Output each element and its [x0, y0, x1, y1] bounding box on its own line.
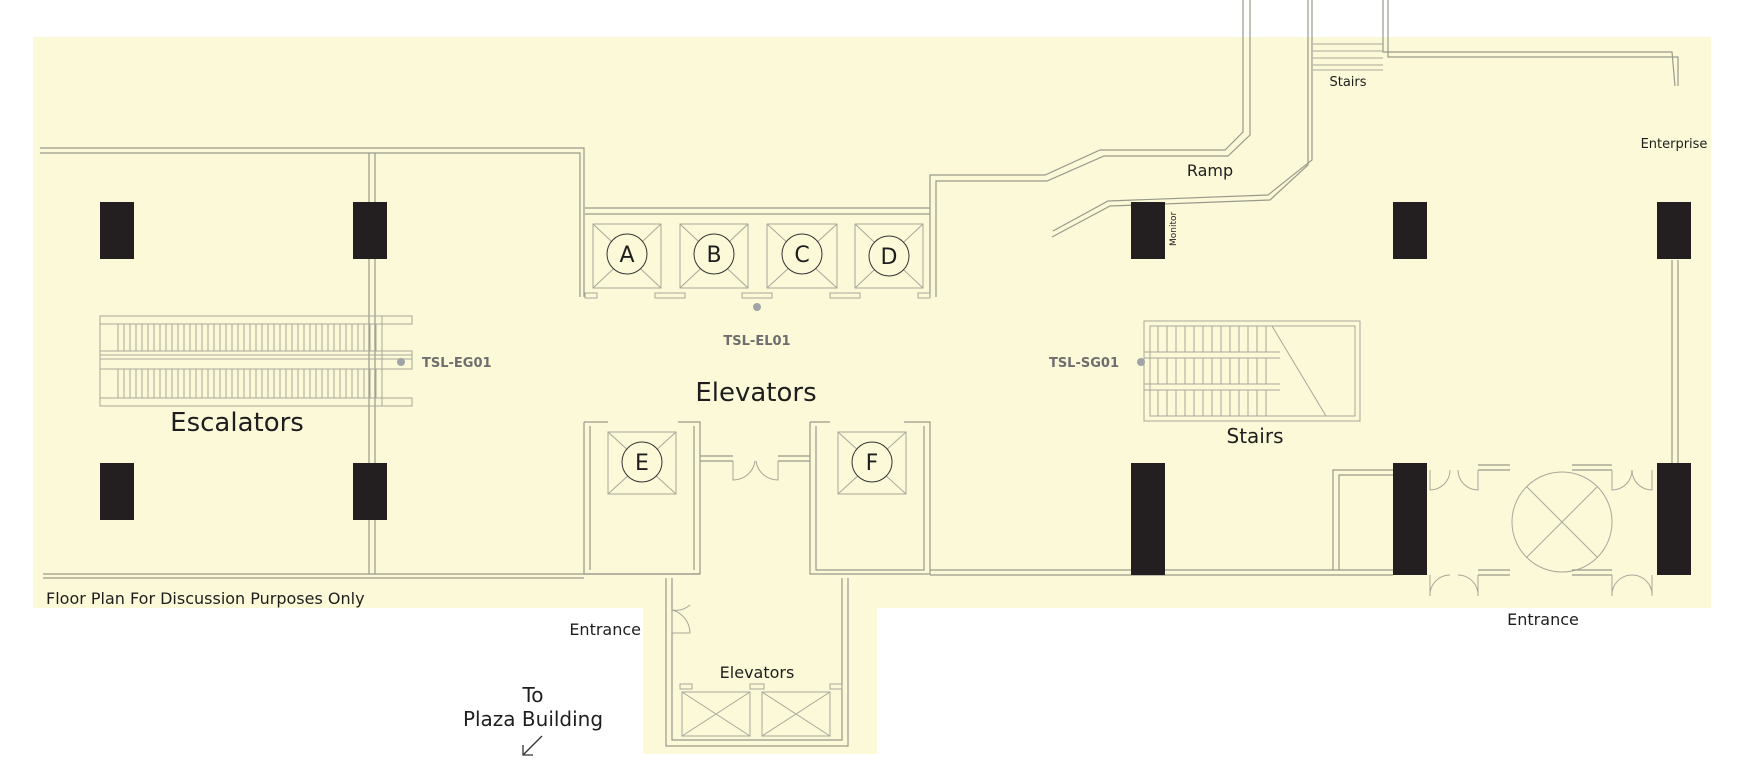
columns [100, 202, 1691, 575]
marker-label-eg01: TSL-EG01 [422, 356, 492, 371]
elevator-label-c: C [794, 243, 809, 268]
elevator-car-f: F [837, 431, 907, 495]
escalators [99, 315, 413, 407]
label-plaza-line1: To [521, 683, 543, 707]
label-disclaimer: Floor Plan For Discussion Purposes Only [46, 589, 365, 608]
label-monitor: Monitor [1169, 211, 1179, 246]
stair-treads [1157, 326, 1267, 416]
label-escalators: Escalators [170, 408, 304, 438]
elevator-car-d: D [854, 223, 924, 289]
elevator-label-e: E [635, 451, 649, 476]
arrow-down-left-icon [522, 735, 543, 756]
label-plaza-line2: Plaza Building [463, 707, 603, 731]
label-ramp: Ramp [1187, 161, 1233, 180]
elevator-car-a: A [592, 223, 662, 289]
marker-tsl-el01[interactable]: TSL-EL01 [723, 303, 791, 349]
label-stairs-top: Stairs [1329, 75, 1366, 90]
entrance-doors-right [1429, 464, 1653, 597]
stairs-main [1143, 320, 1361, 422]
elevator-car-b: B [679, 223, 749, 289]
label-elevators-lower: Elevators [720, 663, 795, 682]
escalator-treads [117, 324, 377, 398]
floor-area [33, 37, 1711, 754]
label-elevators-main: Elevators [695, 378, 816, 408]
revolving-door-icon [1511, 471, 1613, 573]
marker-label-el01: TSL-EL01 [723, 334, 790, 349]
elevator-car-e: E [607, 431, 677, 495]
label-stairs-main: Stairs [1227, 424, 1284, 448]
elevator-bank-upper: A B C D [584, 223, 931, 299]
elevator-label-f: F [866, 451, 879, 476]
elevator-label-b: B [706, 243, 721, 268]
elevator-label-a: A [619, 243, 634, 268]
stairs-top-treads [1313, 43, 1383, 71]
elevator-bank-lower [679, 683, 843, 737]
elevator-car-c: C [766, 223, 838, 289]
elevator-label-d: D [881, 245, 898, 270]
marker-label-sg01: TSL-SG01 [1049, 356, 1119, 371]
label-enterprise: Enterprise [1641, 137, 1708, 152]
marker-tsl-eg01[interactable]: TSL-EG01 [397, 356, 492, 371]
label-entrance-right: Entrance [1507, 610, 1579, 629]
marker-tsl-sg01[interactable]: TSL-SG01 [1049, 356, 1145, 371]
label-entrance-left: Entrance [569, 620, 641, 639]
